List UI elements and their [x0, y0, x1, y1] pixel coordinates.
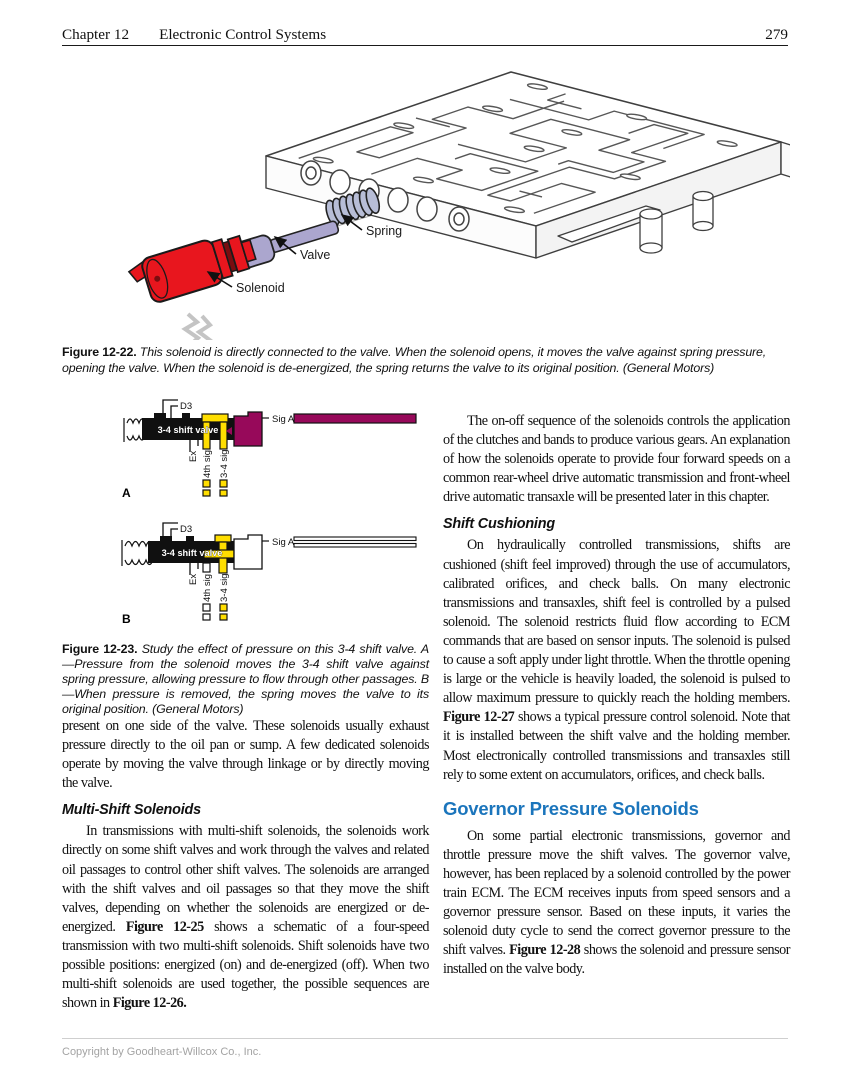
- heading-shift-cushioning: Shift Cushioning: [443, 516, 555, 533]
- footer-rule: [62, 1038, 788, 1039]
- spring-arrow: [340, 214, 363, 231]
- header-rule: [62, 45, 788, 46]
- valve-body-exploded-illustration: Spring Valve Solenoid: [127, 71, 790, 340]
- sig-a-line-a: [293, 413, 417, 424]
- figure-12-22-caption-label: Figure 12-22.: [62, 345, 137, 359]
- diagram-b-letter: B: [122, 612, 131, 626]
- fig22-callouts: Spring Valve Solenoid: [206, 214, 402, 295]
- shift-valve-diagram-b: D3 Sig A: [121, 522, 417, 626]
- three-four-sig-label-b: 3-4 sig: [219, 573, 230, 602]
- sig-a-label-b: Sig A: [272, 537, 295, 548]
- para-governor-text-1: On some partial electronic transmissions…: [443, 827, 791, 959]
- paragraph-onoff-sequence: The on-off sequence of the solenoids con…: [443, 413, 791, 506]
- yellow-signal-channels-b: [202, 534, 235, 621]
- sig-a-label-a: Sig A: [272, 414, 295, 425]
- valve-body-drawing: [265, 71, 790, 259]
- solenoid-label: Solenoid: [236, 281, 285, 295]
- three-four-sig-label-a: 3-4 sig: [219, 449, 230, 478]
- sig-a-line-b1: [293, 536, 417, 542]
- diagram-a-letter: A: [122, 486, 131, 500]
- valve-spool-a: [142, 418, 234, 440]
- sig-a-line-b2: [293, 542, 417, 548]
- fourth-sig-label-a: 4th sig: [202, 450, 213, 478]
- solenoid-part: [127, 234, 257, 303]
- pressure-block-a: [233, 411, 263, 447]
- valve-label: Valve: [300, 248, 330, 262]
- figure-12-26-reference: Figure 12-26.: [112, 995, 187, 1012]
- running-header: Chapter 12 Electronic Control Systems: [62, 26, 326, 44]
- spring-label: Spring: [366, 224, 402, 238]
- figure-12-25-reference: Figure 12-25: [125, 918, 204, 935]
- mounting-cylinders: [639, 190, 714, 254]
- two-column-body: D3 Sig A: [62, 390, 791, 1013]
- solenoid-arrow: [206, 271, 233, 288]
- figure-12-28-reference: Figure 12-28: [509, 942, 581, 959]
- paragraph-shift-cushioning: On hydraulically controlled transmission…: [443, 536, 791, 784]
- valve-name-a: 3-4 shift valve: [158, 425, 219, 435]
- spring-a: [123, 418, 146, 442]
- ex-label-a: Ex: [188, 451, 199, 462]
- paragraph-continuation: present on one side of the valve. These …: [62, 718, 430, 792]
- copyright-notice: Copyright by Goodheart-Willcox Co., Inc.: [62, 1046, 262, 1058]
- figure-12-23-caption-label: Figure 12-23.: [62, 642, 138, 656]
- figure-12-23-caption-text: Study the effect of pressure on this 3-4…: [62, 642, 430, 716]
- pressure-arrow-a: [226, 427, 232, 435]
- d3-label-a: D3: [180, 401, 192, 412]
- paragraph-multi-shift: In transmissions with multi-shift soleno…: [62, 822, 430, 1013]
- para-cushioning-text-2: shows a typical pressure control solenoi…: [443, 709, 791, 783]
- valve-arrow: [273, 235, 297, 255]
- figure-12-23-caption: Figure 12-23. Study the effect of pressu…: [62, 642, 429, 717]
- para-governor-text-2: shows the solenoid and pressure sensor i…: [443, 942, 791, 978]
- right-boss: [780, 141, 790, 178]
- rail-detail: [557, 205, 661, 243]
- heading-governor-pressure-solenoids: Governor Pressure Solenoids: [443, 797, 699, 819]
- chapter-title: Electronic Control Systems: [159, 26, 327, 43]
- ex-label-b: Ex: [188, 574, 199, 585]
- heading-multi-shift-solenoids: Multi-Shift Solenoids: [62, 802, 201, 819]
- figure-12-27-reference: Figure 12-27: [443, 709, 515, 726]
- valve-name-b: 3-4 shift valve: [162, 548, 223, 558]
- spring-part: [325, 187, 381, 227]
- pressure-block-b: [233, 534, 263, 570]
- shift-valve-diagram-a: D3 Sig A: [122, 399, 417, 500]
- figure-12-22-caption-text: This solenoid is directly connected to t…: [62, 345, 767, 376]
- chapter-number: Chapter 12: [62, 26, 130, 43]
- oil-channel-maze: [295, 80, 753, 218]
- fourth-sig-label-b: 4th sig: [202, 574, 213, 602]
- solenoid-wires: [181, 312, 214, 340]
- page-number: 279: [765, 26, 788, 43]
- paragraph-governor: On some partial electronic transmissions…: [443, 827, 791, 980]
- para-cushioning-text-1: On hydraulically controlled transmission…: [443, 537, 791, 707]
- figure-12-22-caption: Figure 12-22. This solenoid is directly …: [62, 344, 790, 376]
- yellow-signal-channels-a: [201, 413, 229, 497]
- left-column: D3 Sig A: [62, 390, 430, 1013]
- right-column: The on-off sequence of the solenoids con…: [443, 390, 791, 1013]
- d3-label-b: D3: [180, 524, 192, 535]
- para-multi-shift-text-2: shows a schematic of a four-speed transm…: [62, 918, 430, 1012]
- para-multi-shift-text-1: In transmissions with multi-shift soleno…: [62, 823, 430, 935]
